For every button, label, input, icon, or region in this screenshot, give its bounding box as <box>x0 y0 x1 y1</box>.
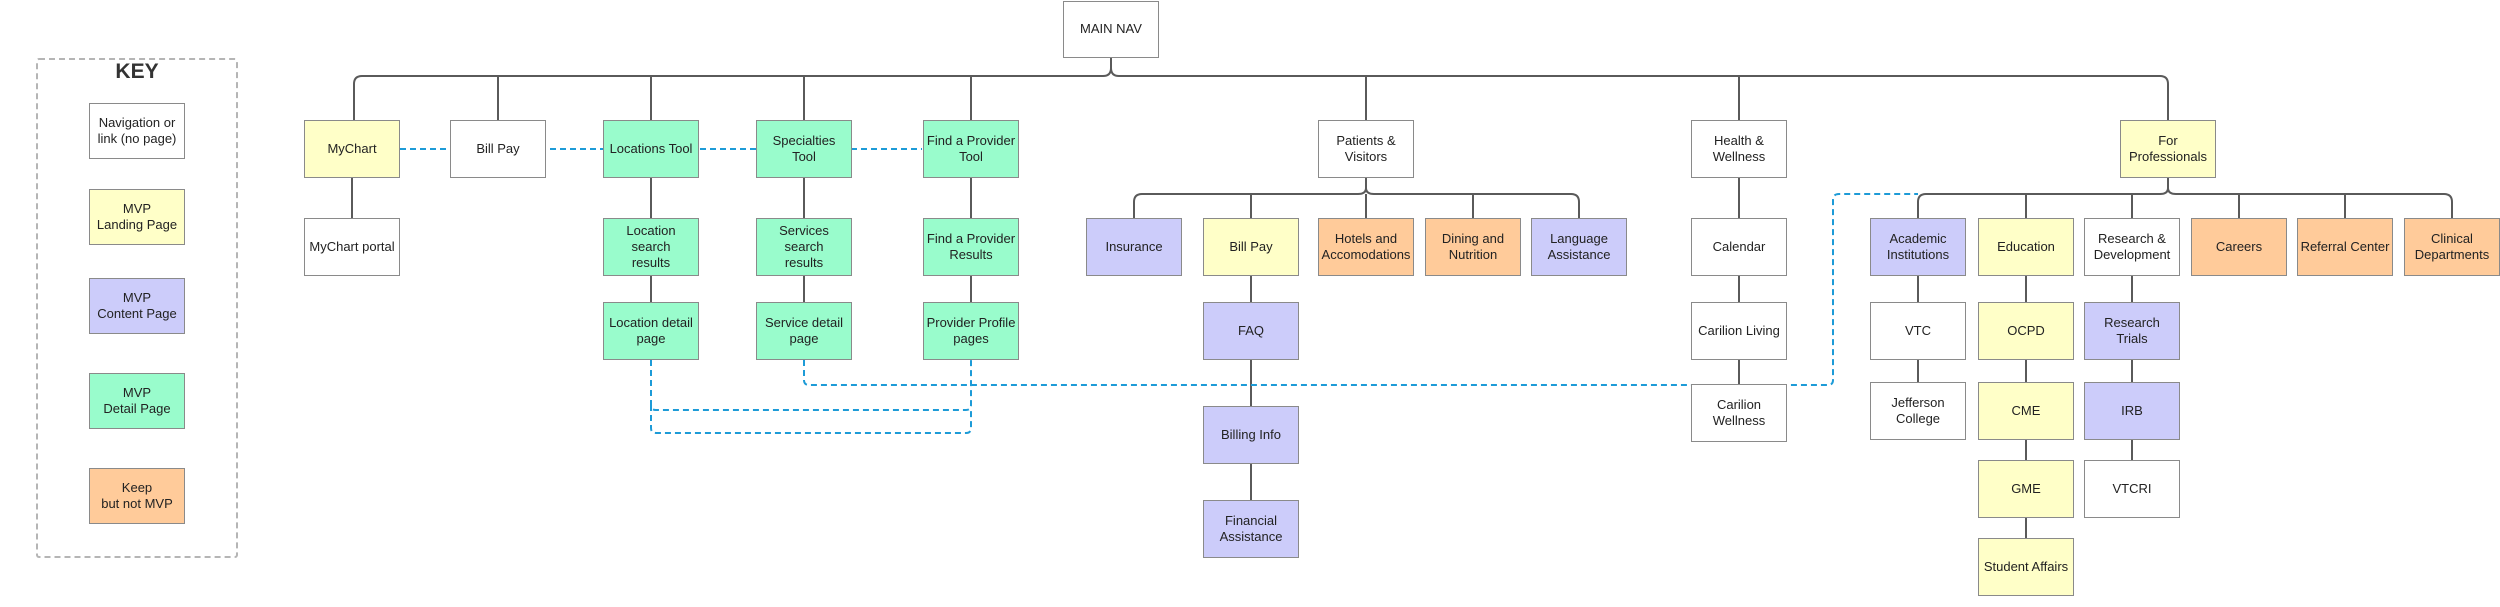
node-bill-pay: Bill Pay <box>450 120 546 178</box>
key-item-navigation: Navigation or link (no page) <box>89 103 185 159</box>
node-dining-nutrition: Dining and Nutrition <box>1425 218 1521 276</box>
node-referral-center: Referral Center <box>2297 218 2393 276</box>
node-main-nav: MAIN NAV <box>1063 1 1159 58</box>
node-irb: IRB <box>2084 382 2180 440</box>
node-insurance: Insurance <box>1086 218 1182 276</box>
node-find-a-provider-tool: Find a Provider Tool <box>923 120 1019 178</box>
node-health-wellness: Health & Wellness <box>1691 120 1787 178</box>
node-education: Education <box>1978 218 2074 276</box>
node-student-affairs: Student Affairs <box>1978 538 2074 596</box>
node-specialties-tool: Specialties Tool <box>756 120 852 178</box>
node-carilion-wellness: Carilion Wellness <box>1691 384 1787 442</box>
node-for-professionals: For Professionals <box>2120 120 2216 178</box>
node-jefferson-college: Jefferson College <box>1870 382 1966 440</box>
node-faq: FAQ <box>1203 302 1299 360</box>
node-vtcri: VTCRI <box>2084 460 2180 518</box>
node-carilion-living: Carilion Living <box>1691 302 1787 360</box>
node-mychart-portal: MyChart portal <box>304 218 400 276</box>
node-hotels-accomodations: Hotels and Accomodations <box>1318 218 1414 276</box>
key-item-mvp-detail: MVP Detail Page <box>89 373 185 429</box>
node-clinical-departments: Clinical Departments <box>2404 218 2500 276</box>
key-legend-frame <box>36 58 238 558</box>
node-gme: GME <box>1978 460 2074 518</box>
node-academic-institutions: Academic Institutions <box>1870 218 1966 276</box>
node-location-search-results: Location search results <box>603 218 699 276</box>
key-item-mvp-landing: MVP Landing Page <box>89 189 185 245</box>
node-research-trials: Research Trials <box>2084 302 2180 360</box>
node-vtc: VTC <box>1870 302 1966 360</box>
node-calendar: Calendar <box>1691 218 1787 276</box>
node-careers: Careers <box>2191 218 2287 276</box>
node-research-development: Research & Development <box>2084 218 2180 276</box>
node-ocpd: OCPD <box>1978 302 2074 360</box>
node-provider-profile-pages: Provider Profile pages <box>923 302 1019 360</box>
node-find-a-provider-results: Find a Provider Results <box>923 218 1019 276</box>
key-title: KEY <box>115 60 159 83</box>
node-services-search-results: Services search results <box>756 218 852 276</box>
node-mychart: MyChart <box>304 120 400 178</box>
key-item-keep-not-mvp: Keep but not MVP <box>89 468 185 524</box>
node-location-detail-page: Location detail page <box>603 302 699 360</box>
node-patients-visitors: Patients & Visitors <box>1318 120 1414 178</box>
node-cme: CME <box>1978 382 2074 440</box>
key-item-mvp-content: MVP Content Page <box>89 278 185 334</box>
node-billing-info: Billing Info <box>1203 406 1299 464</box>
node-financial-assistance: Financial Assistance <box>1203 500 1299 558</box>
node-service-detail-page: Service detail page <box>756 302 852 360</box>
node-pv-bill-pay: Bill Pay <box>1203 218 1299 276</box>
node-locations-tool: Locations Tool <box>603 120 699 178</box>
node-language-assistance: Language Assistance <box>1531 218 1627 276</box>
